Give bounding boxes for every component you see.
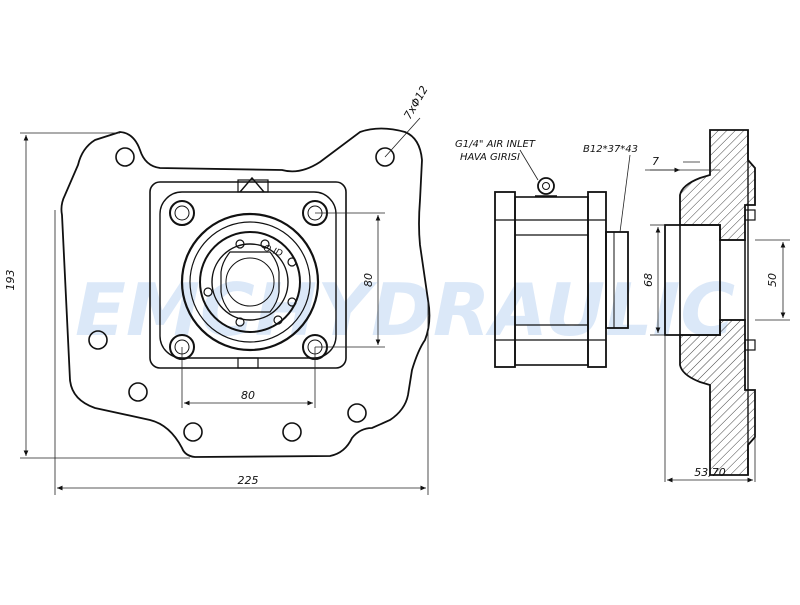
bottom-tab bbox=[237, 357, 259, 369]
dim-offset: 7 bbox=[652, 155, 659, 168]
flange-hole bbox=[347, 403, 367, 423]
section-hatch bbox=[679, 129, 756, 241]
dim-bolt-spacing-h: 80 bbox=[241, 389, 255, 402]
dim-inner: 50 bbox=[766, 273, 779, 287]
air-inlet-label-tr: HAVA GIRISI bbox=[460, 152, 520, 163]
air-inlet-fitting bbox=[537, 177, 555, 195]
spline-label: B12*37*43 bbox=[583, 144, 638, 155]
watermark-text: EMCHYDRAULIC bbox=[75, 268, 735, 352]
side-view: G1/4" AIR INLET HAVA GIRISI B12*37*43 bbox=[455, 139, 638, 368]
top-tab bbox=[237, 179, 269, 193]
flange-outline bbox=[60, 127, 431, 458]
air-inlet-label: G1/4" AIR INLET bbox=[455, 139, 536, 150]
front-view: O ID 193 225 80 80 7xΦ12 bbox=[4, 84, 431, 495]
dim-width-total: 225 bbox=[238, 474, 259, 487]
flange-hole bbox=[282, 422, 302, 442]
dim-bore: 68 bbox=[642, 273, 655, 287]
flange-hole bbox=[183, 422, 203, 442]
flange-hole bbox=[375, 147, 395, 167]
flange-hole bbox=[88, 330, 108, 350]
dim-height-total: 193 bbox=[4, 270, 17, 291]
section-view: 7 68 50 53,70 bbox=[642, 129, 790, 483]
dim-length: 53,70 bbox=[694, 466, 726, 479]
dim-bolt-spacing-v: 80 bbox=[362, 273, 375, 287]
dim-hole-callout: 7xΦ12 bbox=[401, 84, 430, 122]
flange-hole bbox=[128, 382, 148, 402]
top-notch bbox=[239, 176, 265, 193]
svg-text:O ID: O ID bbox=[262, 243, 284, 259]
flange-hole bbox=[115, 147, 135, 167]
hub bbox=[180, 212, 320, 352]
